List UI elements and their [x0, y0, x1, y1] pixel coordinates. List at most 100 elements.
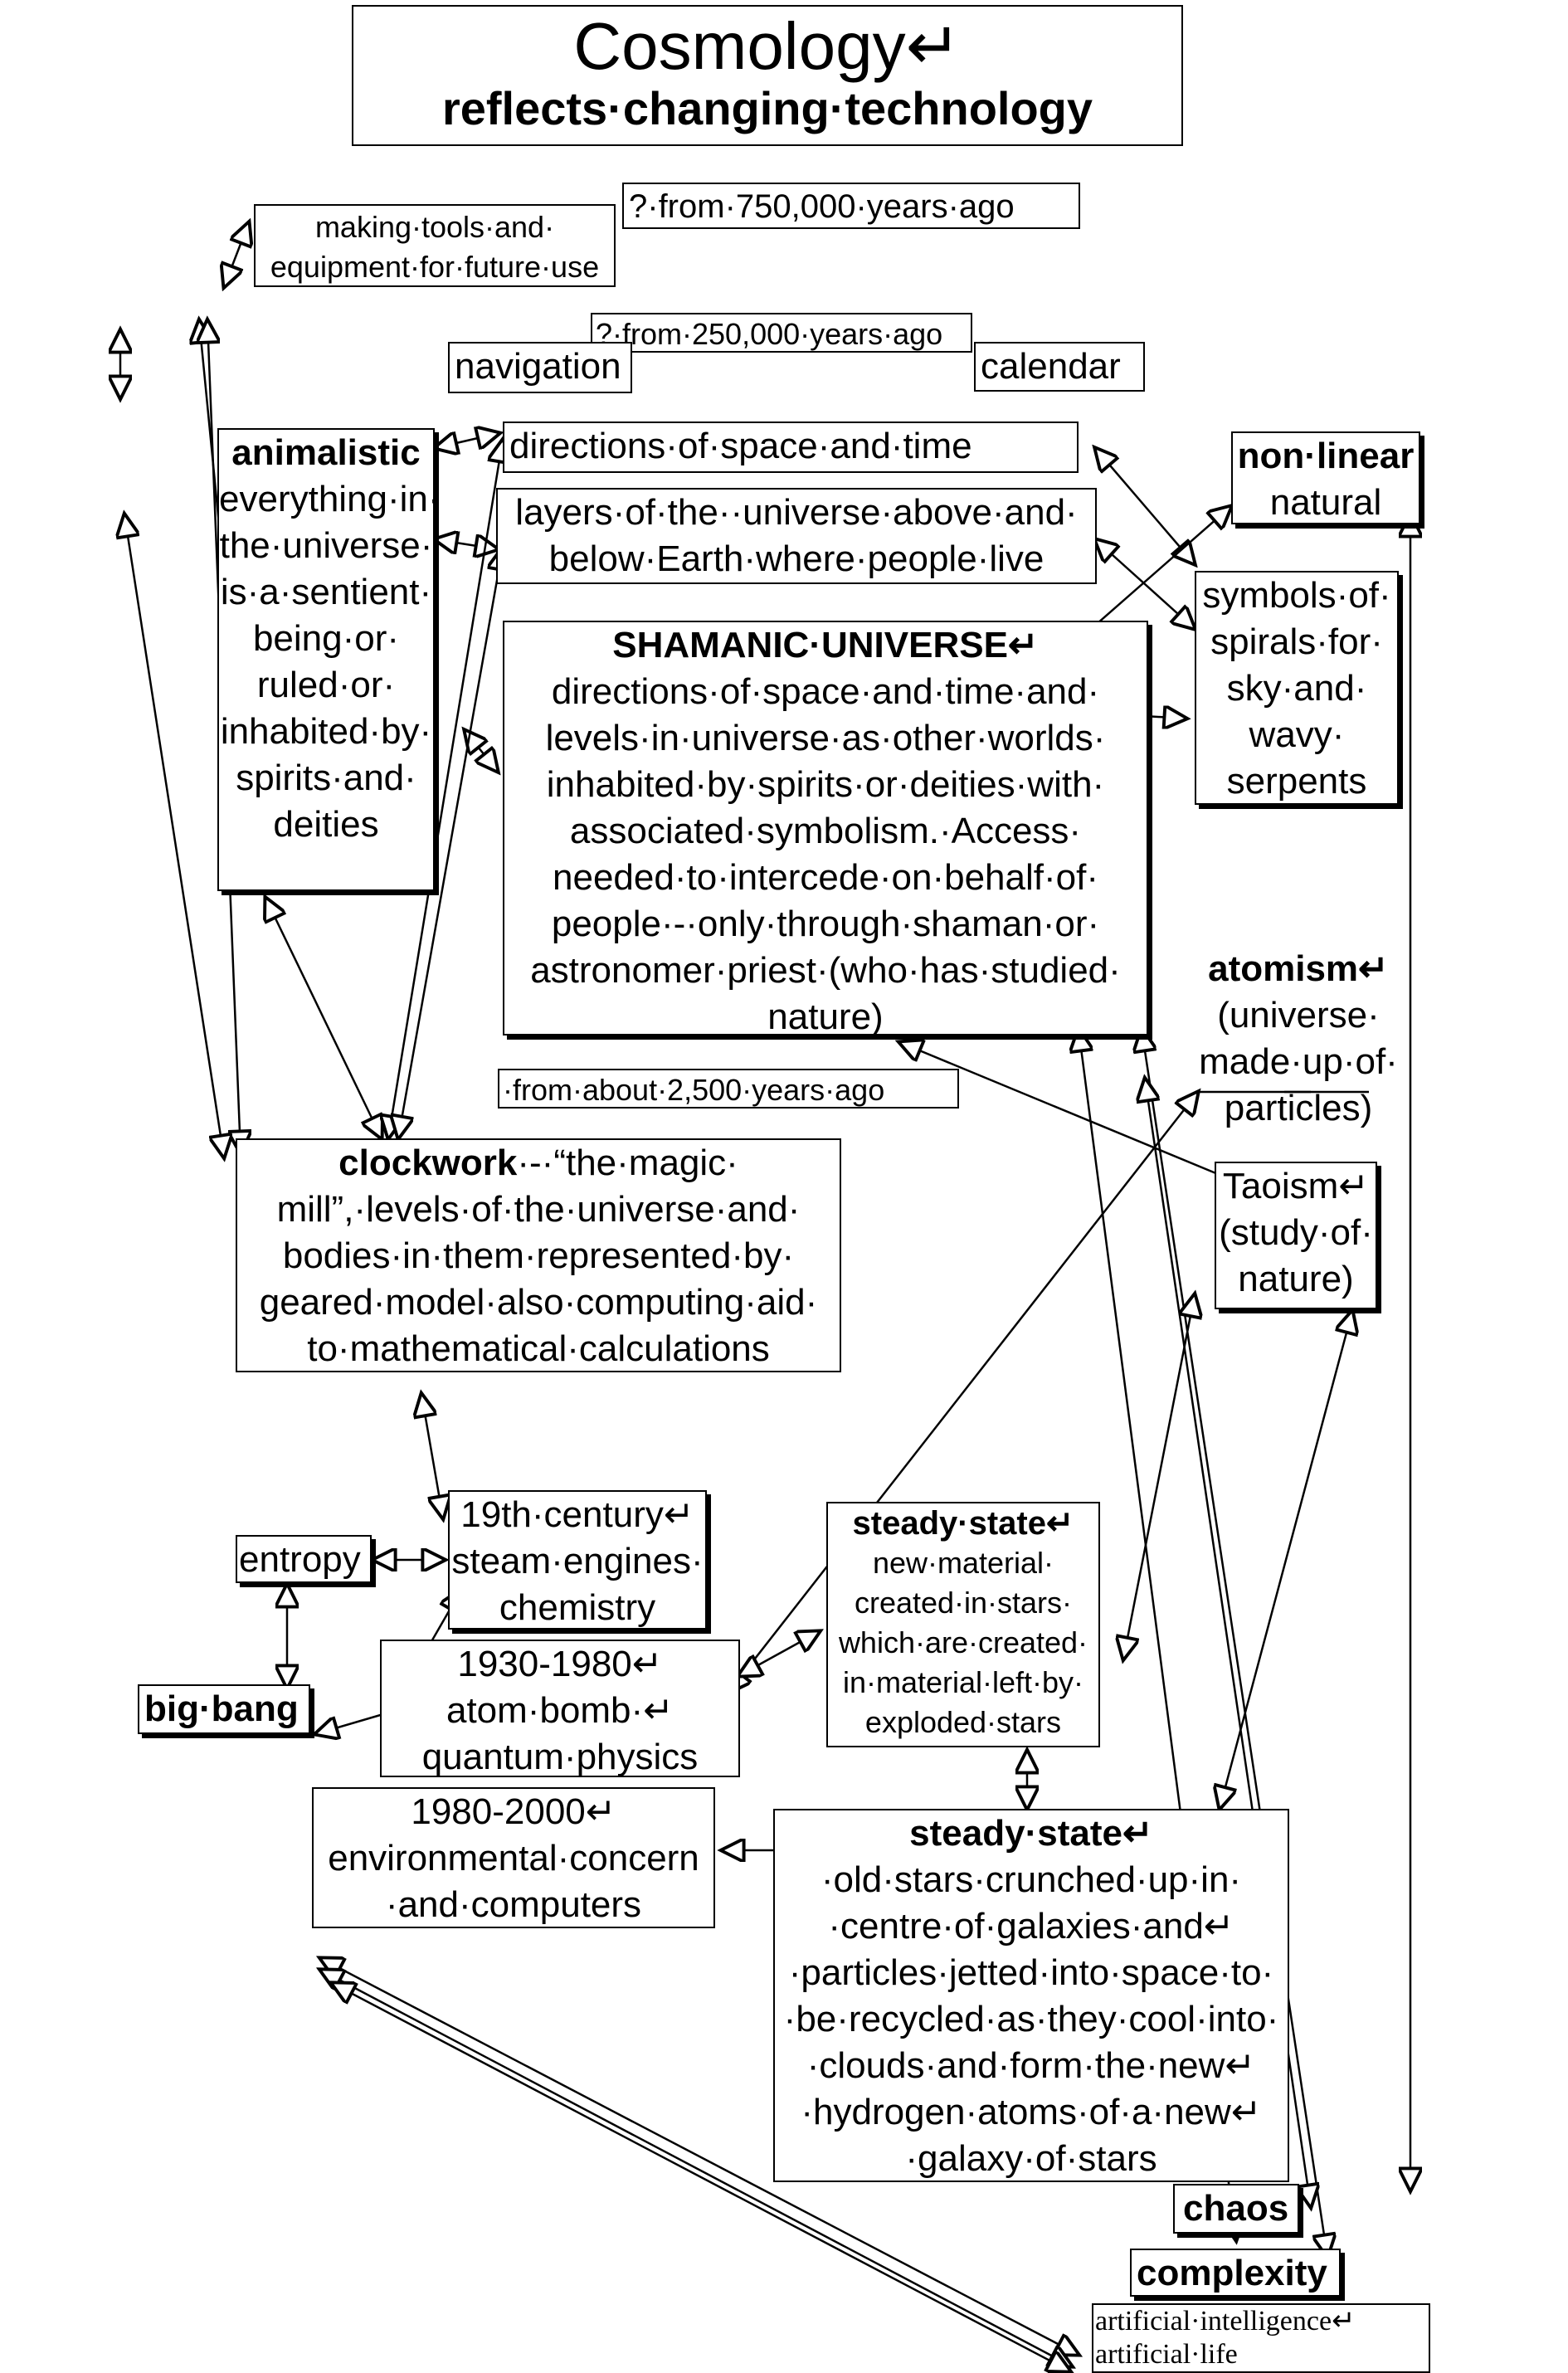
symbols-line: serpents [1226, 761, 1367, 802]
connector-arrow [1220, 1311, 1352, 1809]
nonlinear-line: natural [1269, 482, 1382, 523]
box-19th-century: 19th·century↵ steam·engines· chemistry [448, 1490, 707, 1630]
layers-line-1: layers·of·the··universe·above·and· [515, 492, 1078, 533]
clockwork-line: geared·model·also·computing·aid· [259, 1282, 818, 1323]
era1930-line: atom·bomb·↵ [446, 1690, 674, 1731]
steady2-heading: steady·state↵ [909, 1813, 1153, 1854]
clockwork-line: to·mathematical·calculations [307, 1328, 770, 1369]
box-1980-2000: 1980-2000↵ environmental·concern ·and·co… [312, 1787, 715, 1928]
clockwork-heading: clockwork [338, 1143, 518, 1183]
shamanic-line: associated·symbolism.·Access· [569, 811, 1082, 851]
nonlinear-heading: non·linear [1237, 436, 1415, 476]
connector-arrow [738, 1631, 820, 1676]
shamanic-line: astronomer·priest·(who·has·studied· [530, 950, 1121, 991]
shamanic-heading: SHAMANIC·UNIVERSE↵ [612, 625, 1039, 665]
animalistic-line: spirits·and· [236, 758, 416, 798]
taoism-line: nature) [1238, 1259, 1354, 1299]
clockwork-line: mill”,·levels·of·the·universe·and· [276, 1189, 801, 1230]
symbols-line: spirals·for· [1210, 621, 1383, 662]
box-symbols: symbols·of· spirals·for· sky·and· wavy· … [1195, 571, 1399, 805]
shamanic-line: levels·in·universe·as·other·worlds· [545, 718, 1106, 758]
nineteenth-line: chemistry [499, 1587, 656, 1628]
symbols-line: wavy· [1249, 714, 1345, 755]
symbols-line: symbols·of· [1202, 575, 1391, 616]
shamanic-line: people·-·only·through·shaman·or· [551, 904, 1100, 944]
animalistic-heading: animalistic [231, 432, 421, 473]
box-taoism: Taoism↵ (study·of· nature) [1215, 1162, 1377, 1309]
box-chaos: chaos [1173, 2184, 1299, 2234]
box-making-tools: making·tools·and· equipment·for·future·u… [254, 204, 616, 287]
shamanic-line: nature) [767, 996, 884, 1037]
steady2-line: ·centre·of·galaxies·and↵ [828, 1906, 1234, 1947]
connector-arrow [265, 898, 382, 1138]
steady2-line: ·particles·jetted·into·space·to· [788, 1952, 1274, 1993]
ai-line-2: artificial·life [1095, 2339, 1238, 2370]
era1980-line: ·and·computers [385, 1884, 642, 1925]
clockwork-line: bodies·in·them·represented·by· [282, 1235, 795, 1276]
box-directions-space-time: directions·of·space·and·time [503, 421, 1079, 473]
ai-line-1: artificial·intelligence↵ [1095, 2306, 1356, 2336]
tools-line-2: equipment·for·future·use [270, 250, 600, 284]
box-entropy: entropy [236, 1535, 372, 1583]
taoism-line: Taoism↵ [1222, 1166, 1370, 1206]
shamanic-line: inhabited·by·spirits·or·deities·with· [546, 764, 1105, 805]
steady2-line: ·galaxy·of·stars [905, 2138, 1157, 2179]
connector-arrow [1123, 1294, 1195, 1659]
box-layers-universe: layers·of·the··universe·above·and· below… [496, 488, 1097, 584]
connector-arrow [1095, 448, 1195, 564]
label-from-750k: ?·from·750,000·years·ago [622, 183, 1080, 229]
layers-line-2: below·Earth·where·people·live [548, 538, 1045, 579]
animalistic-line: inhabited·by· [220, 711, 432, 752]
box-shamanic-universe: SHAMANIC·UNIVERSE↵ directions·of·space·a… [503, 621, 1148, 1037]
nineteenth-line: steam·engines· [451, 1541, 704, 1581]
connector-arrow [435, 433, 499, 448]
symbols-line: sky·and· [1226, 668, 1367, 709]
steady1-line: which·are·created· [838, 1625, 1088, 1659]
connector-arrow [899, 1042, 1229, 1180]
clockwork-line-1-rest: ·-·“the·magic· [517, 1143, 738, 1183]
nineteenth-line: 19th·century↵ [460, 1494, 694, 1535]
era1930-line: 1930-1980↵ [457, 1644, 663, 1684]
connector-arrow [224, 222, 249, 287]
era1930-line: quantum·physics [421, 1737, 699, 1777]
connector-arrow [1095, 539, 1195, 629]
steady1-line: in·material·left·by· [842, 1665, 1084, 1699]
animalistic-line: everything·in· [219, 479, 441, 519]
box-1930-1980: 1930-1980↵ atom·bomb·↵ quantum·physics [380, 1640, 740, 1777]
steady1-heading: steady·state↵ [852, 1505, 1074, 1542]
title-main: Cosmology↵ [573, 9, 962, 83]
box-clockwork: clockwork·-·“the·magic· mill”,·levels·of… [236, 1138, 841, 1372]
box-complexity: complexity [1130, 2249, 1341, 2297]
steady1-line: created·in·stars· [854, 1586, 1073, 1620]
atomism-line: particles) [1224, 1088, 1373, 1128]
animalistic-line: deities [273, 804, 379, 845]
box-artificial-intelligence: artificial·intelligence↵ artificial·life [1092, 2303, 1430, 2373]
connector-arrow [421, 1394, 443, 1518]
connector-arrow [124, 514, 224, 1157]
animalistic-line: the·universe· [219, 525, 433, 566]
clockwork-line-1: clockwork·-·“the·magic· [237, 1140, 840, 1186]
steady2-line: ·clouds·and·form·the·new↵ [806, 2045, 1256, 2086]
taoism-line: (study·of· [1219, 1212, 1373, 1253]
connector-arrow [435, 539, 498, 549]
animalistic-line: is·a·sentient· [220, 572, 432, 612]
label-calendar: calendar [974, 342, 1145, 392]
box-big-bang: big·bang [138, 1684, 310, 1734]
label-navigation: navigation [448, 342, 632, 393]
atomism-line: made·up·of· [1199, 1041, 1398, 1082]
connector-arrow [332, 1983, 1070, 2371]
box-steady-state-old-stars: steady·state↵ ·old·stars·crunched·up·in·… [773, 1809, 1289, 2182]
shamanic-line: needed·to·intercede·on·behalf·of· [553, 857, 1098, 898]
era1980-line: 1980-2000↵ [411, 1791, 616, 1832]
steady1-line: exploded·stars [864, 1705, 1062, 1739]
box-steady-state-new-material: steady·state↵ new·material· created·in·s… [826, 1502, 1100, 1747]
title-subtitle: reflects·changing·technology [441, 82, 1093, 134]
atomism-line: (universe· [1217, 995, 1380, 1035]
animalistic-line: being·or· [252, 618, 400, 659]
label-atomism: atomism↵ (universe· made·up·of· particle… [1195, 946, 1402, 1132]
title-box: Cosmology↵ reflects·changing·technology [352, 5, 1183, 146]
era1980-line: environmental·concern [328, 1838, 699, 1878]
steady2-line: ·hydrogen·atoms·of·a·new↵ [801, 2092, 1262, 2132]
atomism-heading: atomism↵ [1208, 948, 1389, 989]
steady2-line: ·be·recycled·as·they·cool·into· [783, 1999, 1279, 2039]
